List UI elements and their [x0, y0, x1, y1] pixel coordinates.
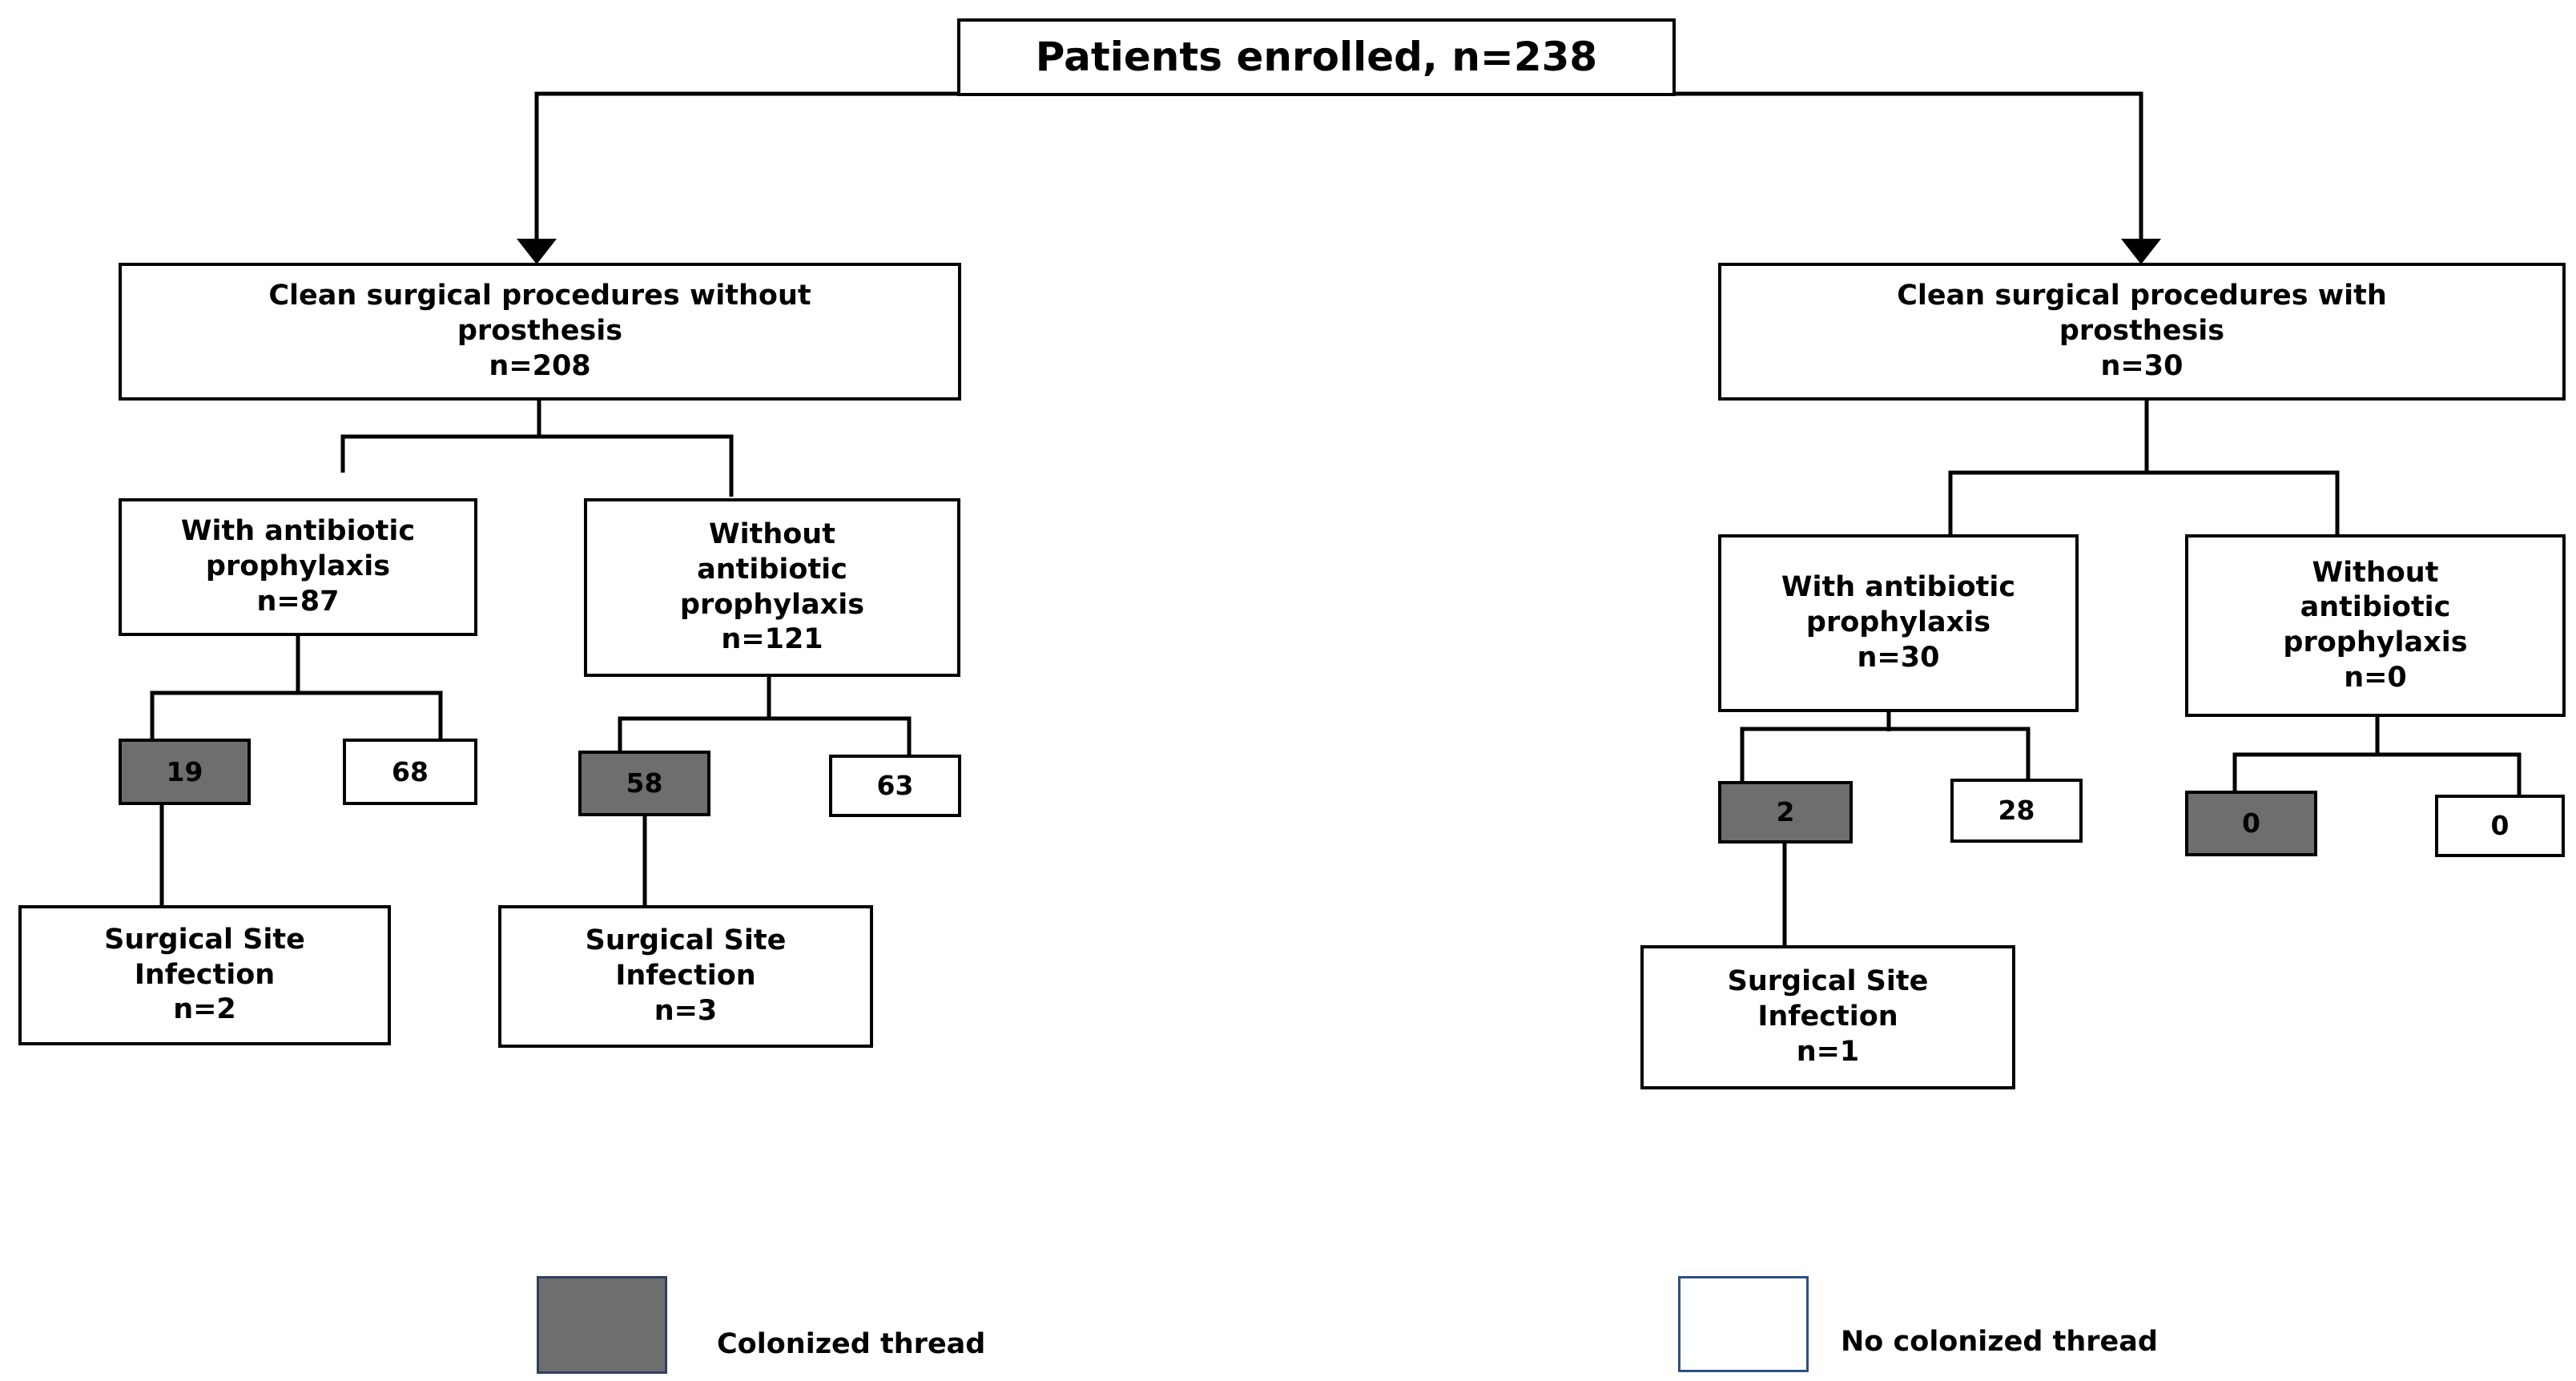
leaf-count: 0 — [2490, 810, 2510, 842]
legend-label-no-colonized: No colonized thread — [1841, 1326, 2158, 1358]
group-title-line2: prosthesis — [457, 315, 623, 348]
ssi-line2: Infection — [134, 958, 276, 991]
connector-root-right — [1674, 91, 2143, 240]
ssi-box: Surgical Site Infection n=1 — [1640, 945, 2015, 1089]
ssi-count: n=1 — [1796, 1035, 1860, 1068]
ssi-count: n=3 — [654, 994, 718, 1027]
leaf-count: 19 — [166, 755, 203, 787]
node-line1: With antibiotic — [180, 515, 416, 548]
ssi-line2: Infection — [1757, 1001, 1898, 1033]
connector-root-left — [534, 91, 957, 240]
group-title-line1: Clean surgical procedures without — [268, 280, 811, 312]
ssi-box: Surgical Site Infection n=3 — [498, 905, 873, 1048]
leaf-no-colonized-thread: 63 — [829, 755, 961, 817]
node-line3: prophylaxis — [2283, 626, 2468, 658]
group-count: n=30 — [2100, 349, 2184, 382]
ssi-line1: Surgical Site — [104, 923, 305, 956]
ssi-line1: Surgical Site — [585, 924, 787, 957]
ssi-line2: Infection — [615, 960, 756, 992]
group-title-line1: Clean surgical procedures with — [1897, 280, 2387, 312]
node-left-without-prophylaxis: Without antibiotic prophylaxis n=121 — [584, 498, 960, 677]
leaf-colonized-thread: 58 — [578, 751, 710, 816]
leaf-no-colonized-thread: 68 — [343, 739, 477, 805]
node-count: n=30 — [1857, 641, 1940, 674]
node-line2: antibiotic — [2300, 591, 2451, 624]
leaf-count: 63 — [876, 770, 914, 802]
legend-label-colonized: Colonized thread — [717, 1328, 986, 1360]
legend-swatch-colonized — [537, 1276, 667, 1374]
node-left-with-prophylaxis: With antibiotic prophylaxis n=87 — [119, 498, 477, 636]
leaf-count: 58 — [626, 767, 663, 799]
ssi-count: n=2 — [173, 993, 236, 1026]
group-count: n=208 — [489, 349, 591, 382]
group-with-prosthesis: Clean surgical procedures with prosthesi… — [1718, 263, 2566, 401]
node-line2: antibiotic — [697, 553, 847, 586]
node-line3: prophylaxis — [679, 588, 865, 621]
leaf-count: 0 — [2242, 807, 2260, 839]
node-right-without-prophylaxis: Without antibiotic prophylaxis n=0 — [2185, 534, 2566, 717]
node-line2: prophylaxis — [205, 550, 391, 583]
group-title-line2: prosthesis — [2059, 315, 2225, 348]
node-line1: Without — [709, 518, 835, 550]
leaf-count: 68 — [392, 755, 429, 787]
arrowhead-left — [517, 239, 557, 264]
arrowhead-right — [2121, 239, 2161, 264]
root-box-patients-enrolled: Patients enrolled, n=238 — [957, 18, 1676, 96]
leaf-colonized-thread: 2 — [1718, 781, 1853, 843]
ssi-box: Surgical Site Infection n=2 — [18, 905, 391, 1045]
node-line2: prophylaxis — [1805, 606, 1991, 639]
legend-swatch-no-colonized — [1678, 1276, 1809, 1372]
leaf-no-colonized-thread: 0 — [2435, 795, 2565, 857]
leaf-colonized-thread: 19 — [119, 739, 251, 805]
leaf-count: 28 — [1998, 795, 2035, 827]
node-right-with-prophylaxis: With antibiotic prophylaxis n=30 — [1718, 534, 2079, 712]
leaf-no-colonized-thread: 28 — [1950, 779, 2083, 843]
ssi-line1: Surgical Site — [1727, 965, 1929, 998]
root-label: Patients enrolled, n=238 — [1035, 34, 1598, 81]
leaf-colonized-thread: 0 — [2185, 791, 2317, 856]
node-count: n=87 — [256, 585, 340, 618]
node-line1: With antibiotic — [1781, 571, 2016, 604]
node-count: n=0 — [2344, 661, 2407, 694]
node-count: n=121 — [721, 623, 823, 656]
leaf-count: 2 — [1776, 796, 1795, 828]
group-without-prosthesis: Clean surgical procedures without prosth… — [119, 263, 961, 401]
node-line1: Without — [2312, 556, 2439, 589]
